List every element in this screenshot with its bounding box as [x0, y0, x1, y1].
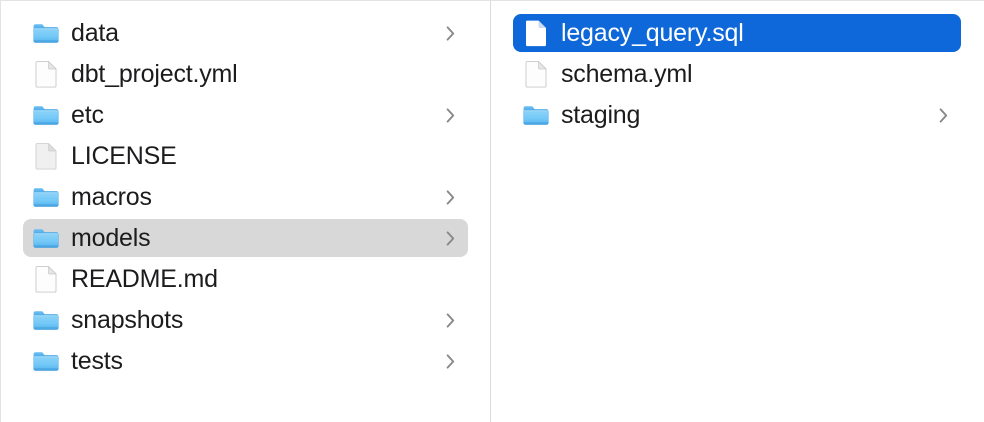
document-icon — [35, 60, 57, 88]
chevron-right-icon — [446, 107, 454, 123]
file-row[interactable]: README.md — [23, 260, 468, 298]
disclosure-chevron[interactable] — [937, 105, 949, 125]
document-icon — [35, 265, 57, 293]
document-plain-icon — [35, 142, 57, 170]
item-label: macros — [71, 183, 152, 211]
item-label: LICENSE — [71, 142, 177, 170]
file-row[interactable]: LICENSE — [23, 137, 468, 175]
document-icon — [525, 60, 547, 88]
folder-icon — [523, 100, 549, 130]
chevron-right-icon — [446, 353, 454, 369]
disclosure-chevron[interactable] — [444, 187, 456, 207]
folder-icon — [33, 182, 59, 212]
folder-row[interactable]: tests — [23, 342, 468, 380]
chevron-right-icon — [939, 107, 947, 123]
document-icon — [523, 59, 549, 89]
folder-icon — [33, 305, 59, 335]
disclosure-chevron[interactable] — [444, 351, 456, 371]
file-row[interactable]: dbt_project.yml — [23, 55, 468, 93]
folder-row[interactable]: snapshots — [23, 301, 468, 339]
item-label: schema.yml — [561, 60, 693, 88]
document-plain-icon — [33, 141, 59, 171]
item-label: models — [71, 224, 151, 252]
folder-icon — [33, 24, 59, 43]
folder-icon — [33, 188, 59, 207]
folder-icon — [523, 106, 549, 125]
item-label: legacy_query.sql — [561, 19, 744, 47]
chevron-right-icon — [446, 312, 454, 328]
item-label: dbt_project.yml — [71, 60, 238, 88]
disclosure-chevron[interactable] — [444, 310, 456, 330]
finder-column-models: legacy_query.sql schema.yml staging — [491, 1, 984, 422]
document-icon — [33, 264, 59, 294]
folder-row[interactable]: etc — [23, 96, 468, 134]
folder-icon — [33, 223, 59, 253]
folder-icon — [33, 106, 59, 125]
disclosure-chevron[interactable] — [444, 105, 456, 125]
item-label: data — [71, 19, 119, 47]
folder-icon — [33, 346, 59, 376]
item-label: etc — [71, 101, 104, 129]
folder-row[interactable]: staging — [513, 96, 961, 134]
chevron-right-icon — [446, 189, 454, 205]
document-icon — [33, 59, 59, 89]
document-icon — [523, 18, 549, 48]
folder-icon — [33, 311, 59, 330]
item-label: snapshots — [71, 306, 184, 334]
folder-row[interactable]: data — [23, 14, 468, 52]
item-label: staging — [561, 101, 641, 129]
folder-row[interactable]: macros — [23, 178, 468, 216]
folder-row[interactable]: models — [23, 219, 468, 257]
folder-icon — [33, 100, 59, 130]
disclosure-chevron[interactable] — [444, 23, 456, 43]
file-row[interactable]: legacy_query.sql — [513, 14, 961, 52]
chevron-right-icon — [446, 230, 454, 246]
item-label: tests — [71, 347, 123, 375]
chevron-right-icon — [446, 25, 454, 41]
folder-icon — [33, 352, 59, 371]
folder-icon — [33, 18, 59, 48]
disclosure-chevron[interactable] — [444, 228, 456, 248]
item-label: README.md — [71, 265, 218, 293]
file-row[interactable]: schema.yml — [513, 55, 961, 93]
document-icon — [526, 20, 546, 46]
folder-icon — [33, 229, 59, 248]
